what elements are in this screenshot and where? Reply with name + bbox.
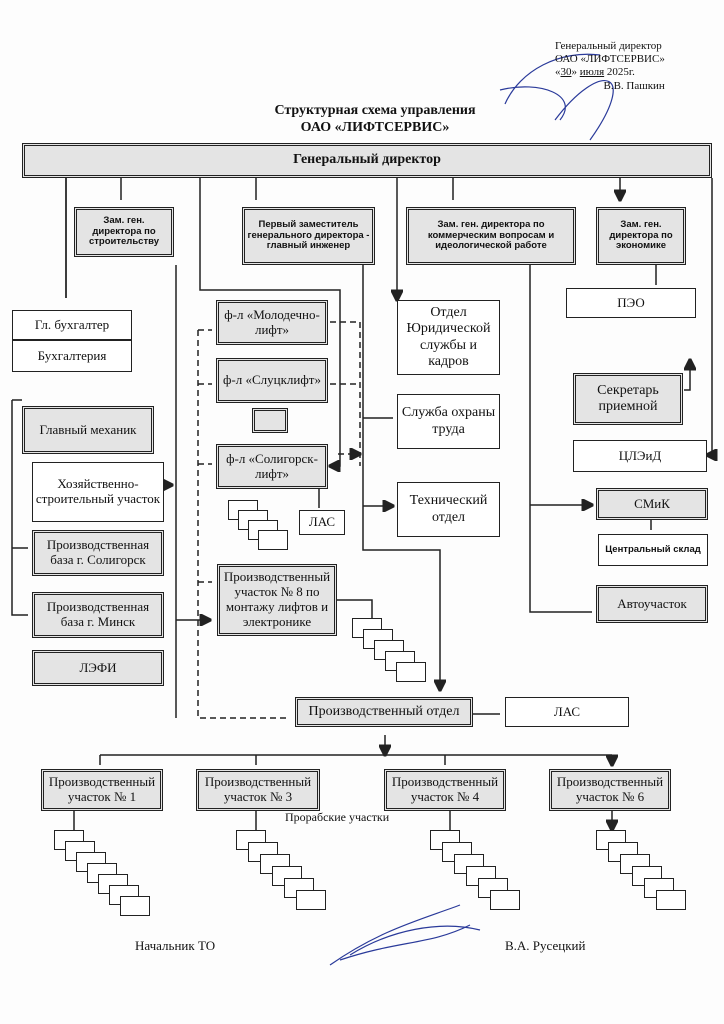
node-safety: Служба охраны труда — [397, 394, 500, 449]
node-technical: Технический отдел — [397, 482, 500, 537]
approval-date: «30» июля 2025г. — [555, 66, 635, 79]
node-chief-mechanic: Главный механик — [22, 406, 154, 454]
node-legal: Отдел Юридической службы и кадров — [397, 300, 500, 375]
node-gen-director: Генеральный директор — [22, 143, 712, 178]
date-year: 2025г. — [606, 66, 635, 79]
node-first-deputy: Первый заместитель генерального директор… — [242, 207, 375, 265]
sub-unit-box — [490, 890, 520, 910]
approval-title: Генеральный директор — [555, 40, 662, 52]
sub-unit-box — [120, 896, 150, 916]
node-dep-commercial: Зам. ген. директора по коммерческим вопр… — [406, 207, 576, 265]
sub-unit-box — [656, 890, 686, 910]
node-site6: Производственный участок № 6 — [549, 769, 671, 811]
node-site3: Производственный участок № 3 — [196, 769, 320, 811]
footer-position: Начальник ТО — [135, 938, 216, 953]
node-branch-molodechno: ф-л «Молодечно-лифт» — [216, 300, 328, 345]
foreman-label: Прорабские участки — [285, 810, 390, 824]
node-peo: ПЭО — [566, 288, 696, 318]
node-site4: Производственный участок № 4 — [384, 769, 506, 811]
node-household: Хозяйственно-строительный участок — [32, 462, 164, 522]
node-secretary: Секретарь приемной — [573, 373, 683, 425]
node-branch-soligorsk: ф-л «Солигорск-лифт» — [216, 444, 328, 489]
footer-name: В.А. Русецкий — [505, 938, 586, 953]
title-line1: Структурная схема управления — [274, 103, 476, 118]
branch-slutsk-sub — [252, 408, 288, 433]
node-site1: Производственный участок № 1 — [41, 769, 163, 811]
node-dep-economics: Зам. ген. директора по экономике — [596, 207, 686, 265]
node-tsleid: ЦЛЭиД — [573, 440, 707, 472]
sub-unit-box — [258, 530, 288, 550]
page-title: Структурная схема управления ОАО «ЛИФТСЕ… — [0, 103, 724, 137]
node-branch-slutsk: ф-л «Слуцклифт» — [216, 358, 328, 403]
sub-unit-box — [296, 890, 326, 910]
title-line2: ОАО «ЛИФТСЕРВИС» — [300, 119, 450, 135]
node-smik: СМиК — [596, 488, 708, 520]
sub-unit-box — [396, 662, 426, 682]
node-accounting: Бухгалтерия — [12, 340, 132, 372]
node-base-minsk: Производственная база г. Минск — [32, 592, 164, 638]
date-month: июля — [579, 66, 605, 79]
node-base-soligorsk: Производственная база г. Солигорск — [32, 530, 164, 576]
node-prod-dept: Производственный отдел — [295, 697, 473, 727]
node-auto: Автоучасток — [596, 585, 708, 623]
node-site8: Производственный участок № 8 по монтажу … — [217, 564, 337, 636]
node-warehouse: Центральный склад — [598, 534, 708, 566]
node-las-branch: ЛАС — [299, 510, 345, 535]
node-las-main: ЛАС — [505, 697, 629, 727]
node-lefi: ЛЭФИ — [32, 650, 164, 686]
approval-signer: В.В. Пашкин — [603, 79, 665, 92]
date-day: 30 — [560, 66, 572, 79]
node-dep-construction: Зам. ген. директора по строительству — [74, 207, 174, 257]
node-chief-accountant: Гл. бухгалтер — [12, 310, 132, 340]
approval-block: Генеральный директор ОАО «ЛИФТСЕРВИС» «3… — [555, 40, 665, 93]
approval-company: ОАО «ЛИФТСЕРВИС» — [555, 53, 665, 66]
